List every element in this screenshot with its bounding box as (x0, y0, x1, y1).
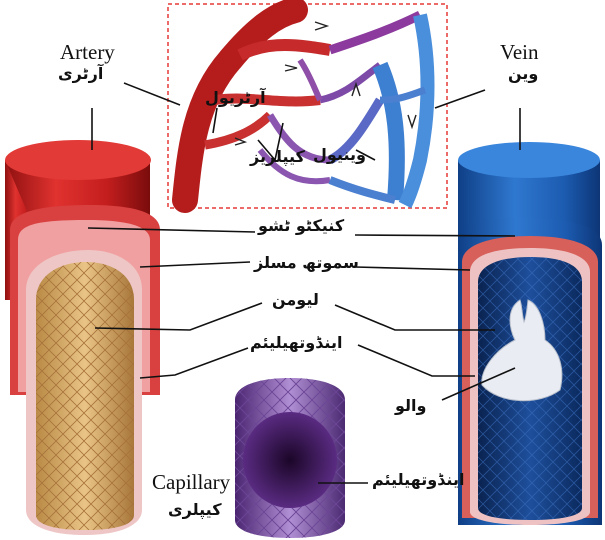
venule-label: وینیول (313, 145, 366, 164)
valve-label: والو (395, 396, 426, 415)
lumen-label: لیومن (272, 290, 319, 309)
vein-smooth-muscle-leader (355, 267, 470, 270)
capillary-illustration (235, 378, 345, 538)
artery-lumen-texture (36, 262, 134, 530)
arteriole-label: آرٹریول (205, 88, 266, 107)
capillary-label: Capillary (152, 470, 230, 495)
capillaries-label: کیپلریز (250, 147, 305, 166)
artery-label: Artery (60, 40, 115, 65)
vein-endothelium-leader (358, 345, 475, 376)
endothelium-label: اینڈوتھیلیئم (250, 333, 342, 352)
vein-connective-tissue-leader (355, 235, 515, 236)
connective-tissue-label: کنیکٹو ٹشو (258, 216, 344, 235)
artery-urdu-label: آرٹری (58, 64, 103, 83)
capillary-endothelium-label: اینڈوتھیلیئم (372, 470, 464, 489)
vein-top-rim (458, 142, 600, 178)
capillary-opening (243, 412, 337, 508)
vein-urdu-label: وین (508, 64, 538, 83)
artery-illustration (5, 140, 160, 535)
capillary-urdu-label: کیپلری (168, 500, 222, 519)
smooth-muscles-label: سموتھ مسلز (254, 253, 359, 272)
artery-top-rim (5, 140, 151, 180)
vein-illustration (458, 142, 602, 525)
vein-label: Vein (500, 40, 539, 65)
